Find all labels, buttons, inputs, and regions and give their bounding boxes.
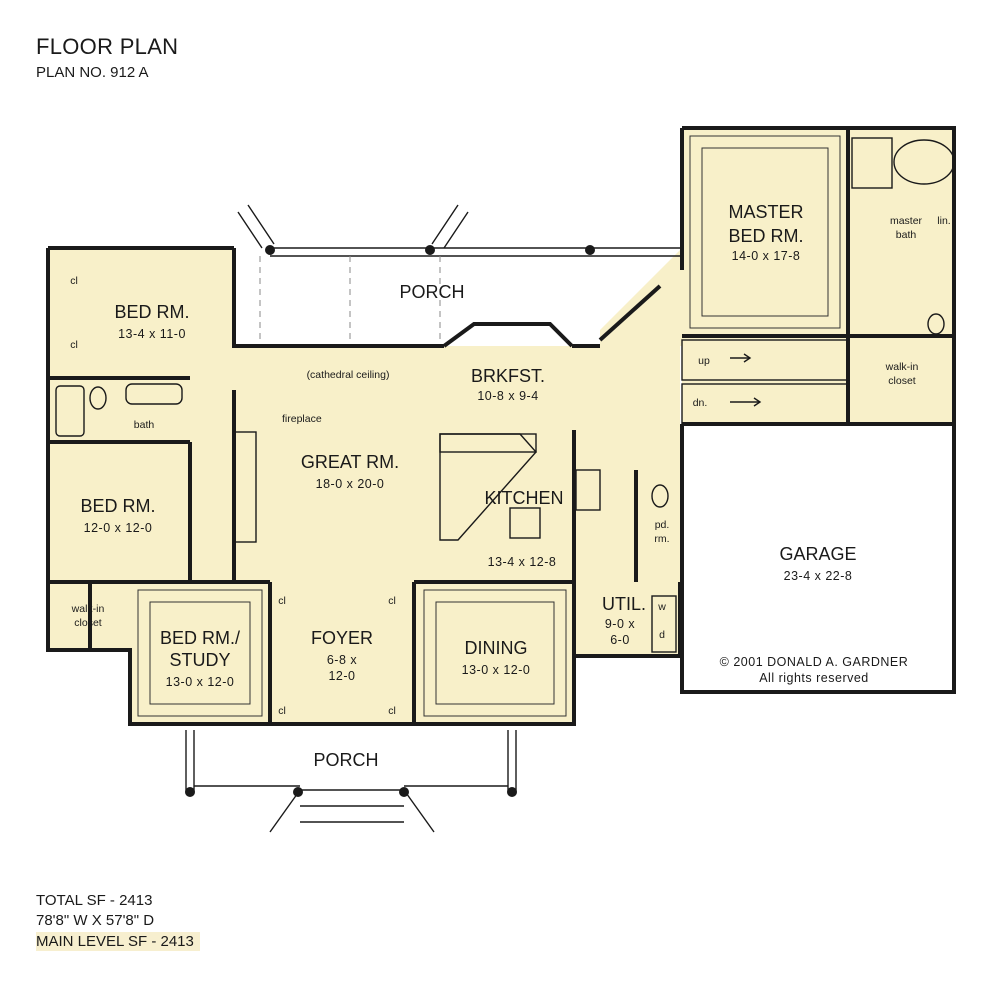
great-note: (cathedral ceiling): [307, 369, 390, 381]
study-name2: STUDY: [169, 650, 230, 670]
closet-label: cl: [70, 339, 78, 351]
dining-name: DINING: [465, 638, 528, 658]
master-bath1: master: [890, 215, 923, 227]
stair-down: dn.: [693, 397, 708, 409]
main-level-sf: MAIN LEVEL SF - 2413: [36, 932, 200, 951]
copyright-line2: All rights reserved: [759, 671, 869, 685]
garage-name: GARAGE: [779, 544, 856, 564]
study-name1: BED RM./: [160, 628, 240, 648]
master-dim: 14-0 x 17-8: [732, 249, 801, 263]
brk-dim: 10-8 x 9-4: [477, 389, 538, 403]
great-name: GREAT RM.: [301, 452, 399, 472]
dining-dim: 13-0 x 12-0: [462, 663, 531, 677]
foyer-dim2: 12-0: [328, 669, 355, 683]
closet-label: cl: [278, 705, 286, 717]
master-walkin1: walk-in: [885, 361, 919, 373]
stair-up: up: [698, 355, 710, 367]
rear-porch: [237, 204, 682, 346]
breakfast-bay: [442, 322, 574, 348]
fixtures: [55, 137, 955, 653]
closet-label: cl: [278, 595, 286, 607]
foyer-dim1: 6-8 x: [327, 653, 358, 667]
powder-label2: rm.: [654, 533, 669, 545]
total-sf: TOTAL SF - 2413: [36, 892, 153, 909]
foyer-name: FOYER: [311, 628, 373, 648]
brk-name: BRKFST.: [471, 366, 545, 386]
overall-dimensions: 78'8" W X 57'8" D: [36, 912, 155, 929]
kitchen-name: KITCHEN: [484, 488, 563, 508]
washer-label: w: [657, 601, 666, 613]
master-bath2: bath: [896, 229, 917, 241]
master-walkin2: closet: [888, 375, 916, 387]
room-labels: PORCH PORCH BED RM. 13-4 x 11-0 BED RM. …: [70, 202, 951, 770]
great-dim: 18-0 x 20-0: [316, 477, 385, 491]
plan-number: PLAN NO. 912 A: [36, 64, 149, 81]
util-name: UTIL.: [602, 594, 646, 614]
copyright-line1: © 2001 DONALD A. GARDNER: [720, 655, 909, 669]
master-name2: BED RM.: [728, 226, 803, 246]
walkin2: closet: [74, 617, 102, 629]
closet-label: cl: [70, 275, 78, 287]
bed2-dim: 12-0 x 12-0: [84, 521, 153, 535]
bed1-dim: 13-4 x 11-0: [118, 327, 186, 341]
exterior-walls: [46, 126, 956, 726]
master-name1: MASTER: [728, 202, 803, 222]
bed2-name: BED RM.: [80, 496, 155, 516]
front-porch: [185, 730, 517, 833]
study-dim: 13-0 x 12-0: [166, 675, 235, 689]
bath-label: bath: [134, 419, 155, 431]
closet-label: cl: [388, 595, 396, 607]
util-dim2: 6-0: [610, 633, 630, 647]
linen-label: lin.: [937, 215, 950, 227]
walkin1: walk-in: [71, 603, 105, 615]
plan-title: FLOOR PLAN: [36, 34, 179, 59]
fireplace-label: fireplace: [282, 413, 322, 425]
closet-label: cl: [388, 705, 396, 717]
kitchen-dim: 13-4 x 12-8: [488, 555, 557, 569]
util-dim1: 9-0 x: [605, 617, 636, 631]
front-porch-label: PORCH: [313, 750, 378, 770]
stairs: [681, 339, 849, 425]
rear-porch-label: PORCH: [399, 282, 464, 302]
dryer-label: d: [659, 629, 665, 641]
ceiling-trims: [137, 135, 841, 717]
bed1-name: BED RM.: [114, 302, 189, 322]
powder-label1: pd.: [655, 519, 670, 531]
garage-dim: 23-4 x 22-8: [784, 569, 853, 583]
